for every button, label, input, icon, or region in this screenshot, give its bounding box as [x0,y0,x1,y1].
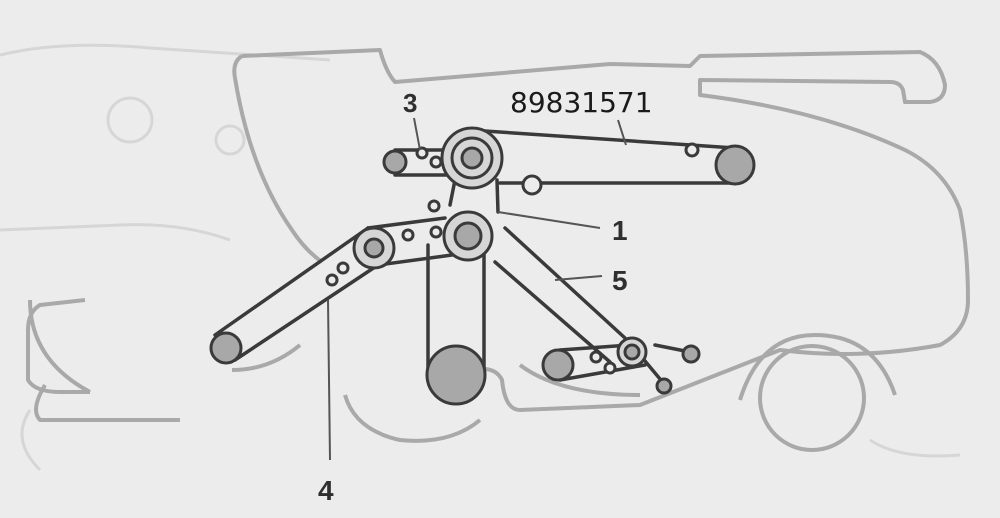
callout-5: 5 [612,265,628,296]
top-left-pulley [382,149,408,175]
callout-4: 4 [318,475,334,506]
left-arm-end-pulley [209,331,243,365]
background-ghost-drawing [0,43,961,472]
part-number-label: 89831571 [510,86,653,119]
pulleys [209,126,756,406]
drum-belt [426,243,486,374]
callout-3: 3 [403,88,417,118]
bottom-drum [425,344,487,406]
machine-outline [26,48,970,452]
leader-1 [497,211,601,229]
leader-4 [327,299,331,461]
leader-3 [413,117,421,151]
right-small-pulley [541,348,575,382]
leader-pn [617,119,627,146]
upper-idler-1 [684,142,700,158]
right-lower-belt [493,226,627,364]
rear-pulley [714,144,756,186]
leader-lines [327,117,627,461]
upper-idler-2 [521,174,543,196]
callout-1: 1 [612,215,628,246]
right-tail-pulley [681,344,701,364]
left-arm-belt [213,226,380,362]
vertical-link-belt [448,178,500,214]
arm-link-belt [366,216,454,267]
leader-5 [554,275,603,281]
